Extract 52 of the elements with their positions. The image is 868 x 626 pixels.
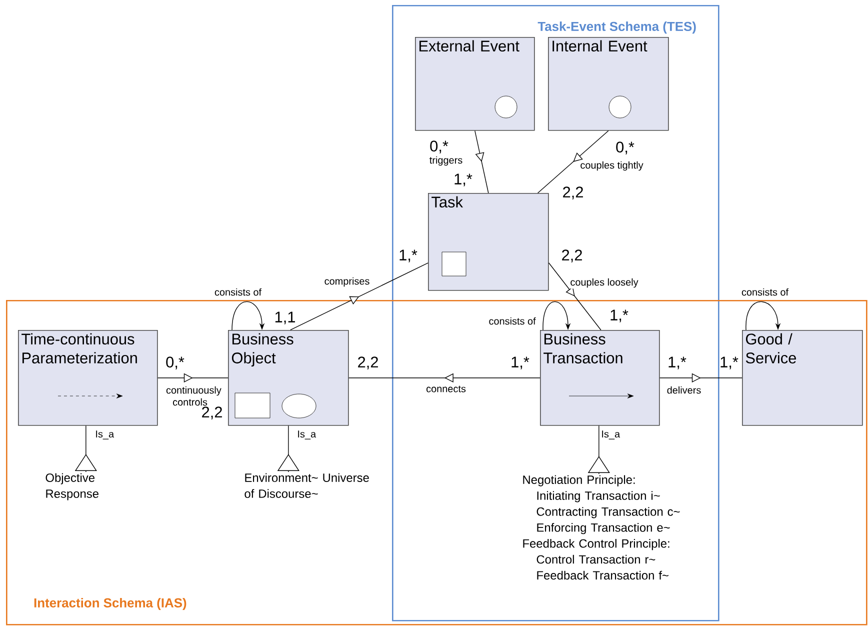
multiplicity-label: 1,* xyxy=(400,250,418,262)
connector xyxy=(537,130,609,194)
connector xyxy=(232,301,265,330)
multiplicity-label: 2,2 xyxy=(563,186,583,200)
multiplicity-label: 1,1 xyxy=(275,312,295,324)
class-box: Good / Service xyxy=(742,330,863,426)
edge-label: Is_a xyxy=(602,430,620,440)
connector xyxy=(659,373,742,382)
class-box: Internal Event xyxy=(548,37,669,131)
multiplicity-label: 2,2 xyxy=(202,406,222,420)
multiplicity-label: 1,* xyxy=(668,356,686,370)
class-box: Business Transaction xyxy=(540,330,660,426)
edge-label: connects xyxy=(426,386,466,392)
multiplicity-label: 2,2 xyxy=(562,250,582,262)
schema-frame xyxy=(392,5,720,622)
text-label: Objective Response xyxy=(46,473,98,500)
multiplicity-label: 1,* xyxy=(610,310,628,322)
schema-title: Interaction Schema (IAS) xyxy=(34,598,186,610)
text-list: Negotiation Principle: Initiating Transaction i~ Contracting Transaction c~ Enforcing Transaction e~ Feedback Control Principle: Control Transaction r~ Feedback Transaction f~ xyxy=(523,475,680,580)
class-box: Time-continuous Parameterization xyxy=(18,330,158,426)
multiplicity-label: 1,* xyxy=(512,356,530,370)
connector xyxy=(588,425,610,474)
connector xyxy=(277,425,300,472)
connector xyxy=(290,262,428,330)
edge-label: consists of xyxy=(489,317,536,325)
text-label: Environment~ Universe of Discourse~ xyxy=(244,473,369,498)
multiplicity-label: 0,* xyxy=(616,142,634,154)
class-box: Task xyxy=(428,193,549,291)
multiplicity-label: 1,* xyxy=(720,356,738,370)
edge-label: continuously controls xyxy=(166,386,222,406)
edge-label: consists of xyxy=(214,288,262,296)
edge-label: triggers xyxy=(430,156,462,166)
multiplicity-label: 2,2 xyxy=(358,356,378,370)
connector xyxy=(746,301,781,330)
edge-label: Is_a xyxy=(298,430,316,440)
edge-label: consists of xyxy=(742,288,789,296)
multiplicity-label: 0,* xyxy=(430,140,448,154)
schema-frame xyxy=(6,300,868,626)
connector xyxy=(548,262,602,330)
multiplicity-label: 0,* xyxy=(166,356,184,370)
connector xyxy=(542,301,571,330)
schema-title: Task-Event Schema (TES) xyxy=(538,22,696,34)
multiplicity-label: 1,* xyxy=(454,174,472,186)
edge-label: comprises xyxy=(324,277,370,287)
class-box: External Event xyxy=(415,37,535,131)
edge-label: delivers xyxy=(667,386,701,394)
edge-label: couples loosely xyxy=(570,278,638,288)
connector xyxy=(74,425,97,472)
connector xyxy=(157,373,228,382)
connector xyxy=(474,130,489,194)
edge-label: couples tightly xyxy=(580,161,644,171)
edge-label: Is_a xyxy=(96,430,114,440)
